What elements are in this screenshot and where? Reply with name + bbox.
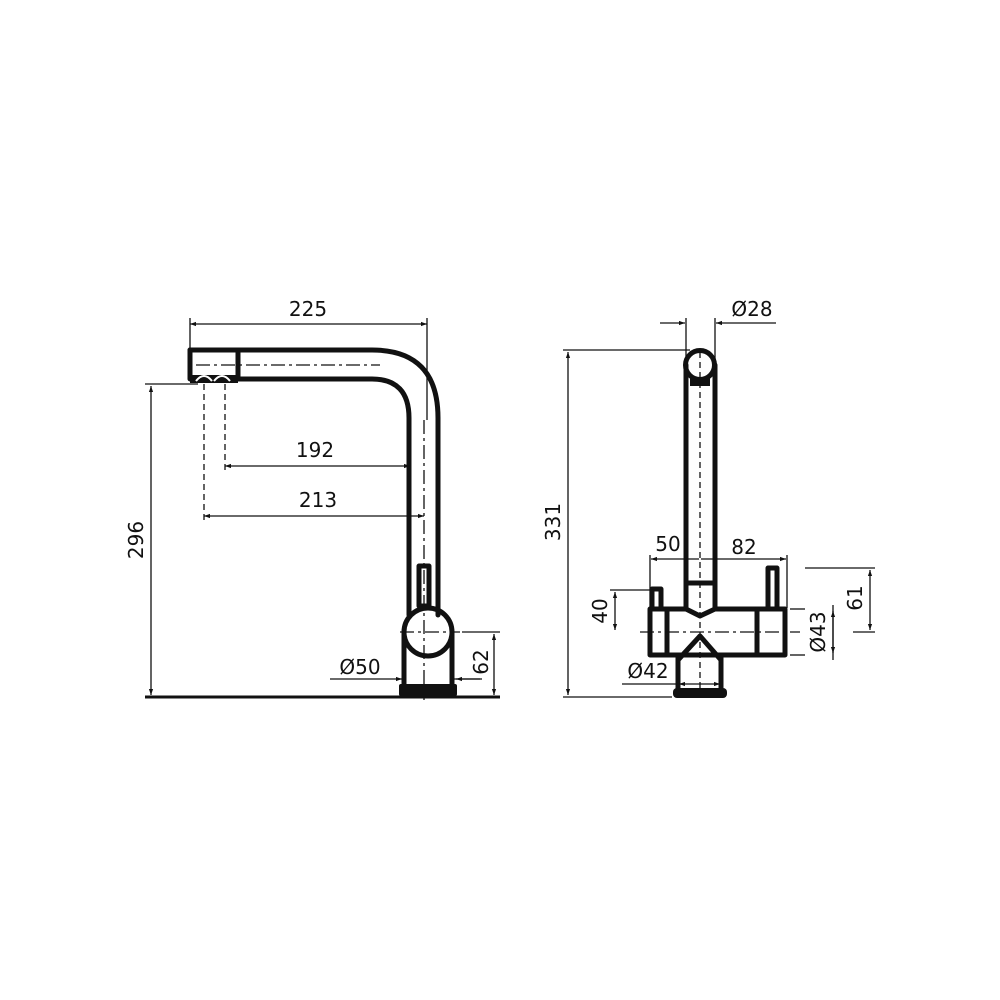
dim-192: 192 (296, 438, 334, 462)
dim-d43: Ø43 (806, 611, 830, 652)
mixer-body (647, 606, 788, 658)
right-handle (765, 565, 780, 612)
dim-d42: Ø42 (627, 659, 668, 683)
dim-40: 40 (588, 598, 612, 623)
spout-inner (235, 376, 412, 593)
dim-82: 82 (731, 535, 756, 559)
dim-d50: Ø50 (339, 655, 380, 679)
left-handle (649, 586, 664, 612)
dim-62: 62 (469, 649, 493, 674)
dim-d28: Ø28 (731, 297, 772, 321)
spout-column (683, 362, 718, 611)
dim-296: 296 (124, 521, 148, 559)
base-flange (399, 684, 457, 696)
aerator-tip (190, 375, 238, 383)
spout-outer (187, 347, 441, 593)
base-flange (673, 688, 727, 698)
dim-225: 225 (289, 297, 327, 321)
side-view: 225 192 213 296 Ø50 62 (124, 297, 500, 700)
dim-61: 61 (843, 585, 867, 610)
dim-50: 50 (655, 532, 680, 556)
dim-331: 331 (541, 503, 565, 541)
front-view: Ø28 331 50 82 40 Ø43 61 Ø42 (541, 297, 875, 700)
dim-213: 213 (299, 488, 337, 512)
